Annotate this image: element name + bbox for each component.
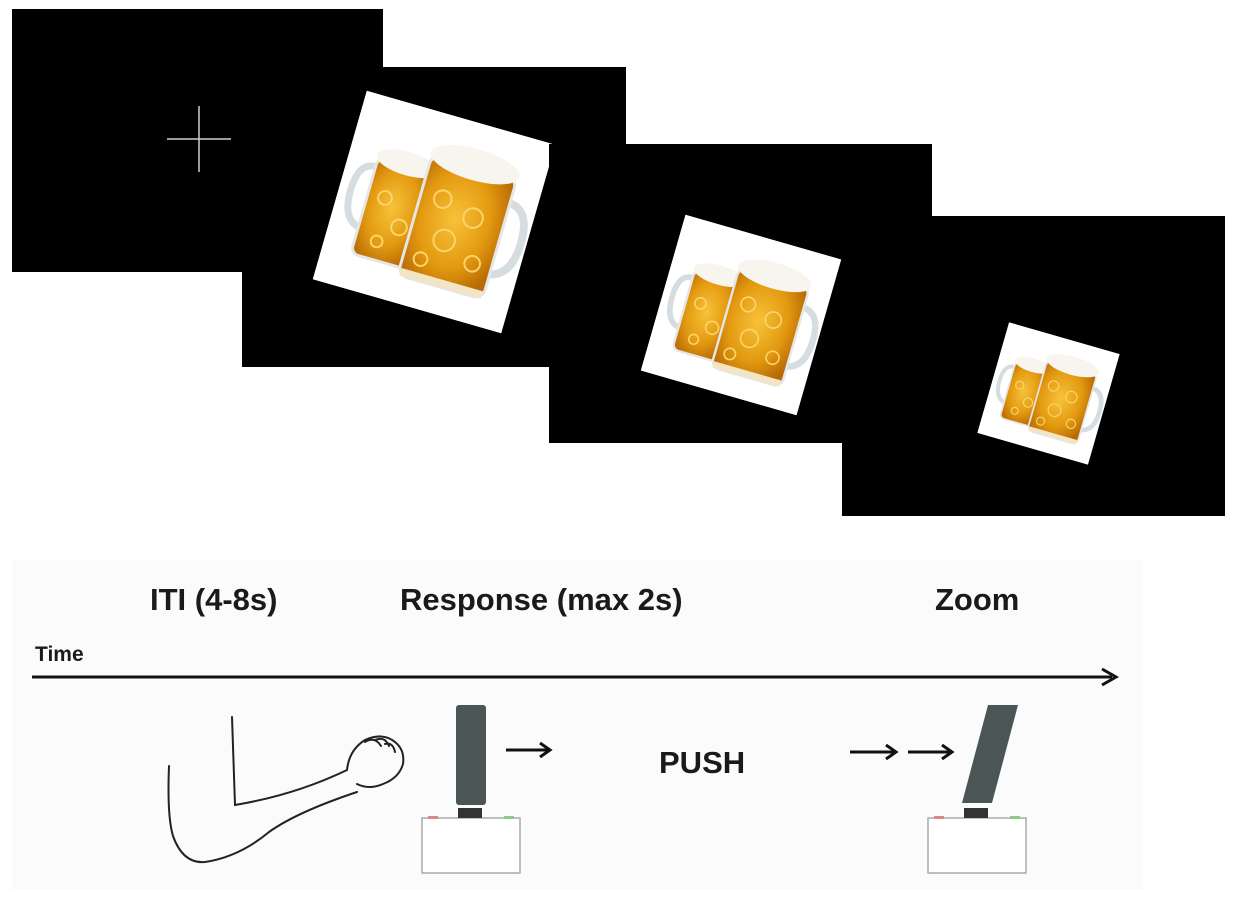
fixation-cross-icon	[167, 106, 231, 172]
phase-label-zoom: Zoom	[935, 582, 1020, 617]
time-axis-label: Time	[35, 643, 84, 666]
push-arrow-icon	[506, 741, 553, 759]
joystick-upright-icon	[421, 705, 521, 874]
push-label: PUSH	[659, 745, 746, 780]
phase-label-iti: ITI (4-8s)	[150, 582, 278, 617]
joystick-tilted-icon	[927, 705, 1027, 874]
arm-icon	[167, 716, 405, 864]
time-axis-arrow	[32, 667, 1120, 687]
stimulus-screen-push-2	[842, 216, 1225, 516]
phase-label-response: Response (max 2s)	[400, 582, 683, 617]
double-arrow-icon	[850, 743, 955, 761]
